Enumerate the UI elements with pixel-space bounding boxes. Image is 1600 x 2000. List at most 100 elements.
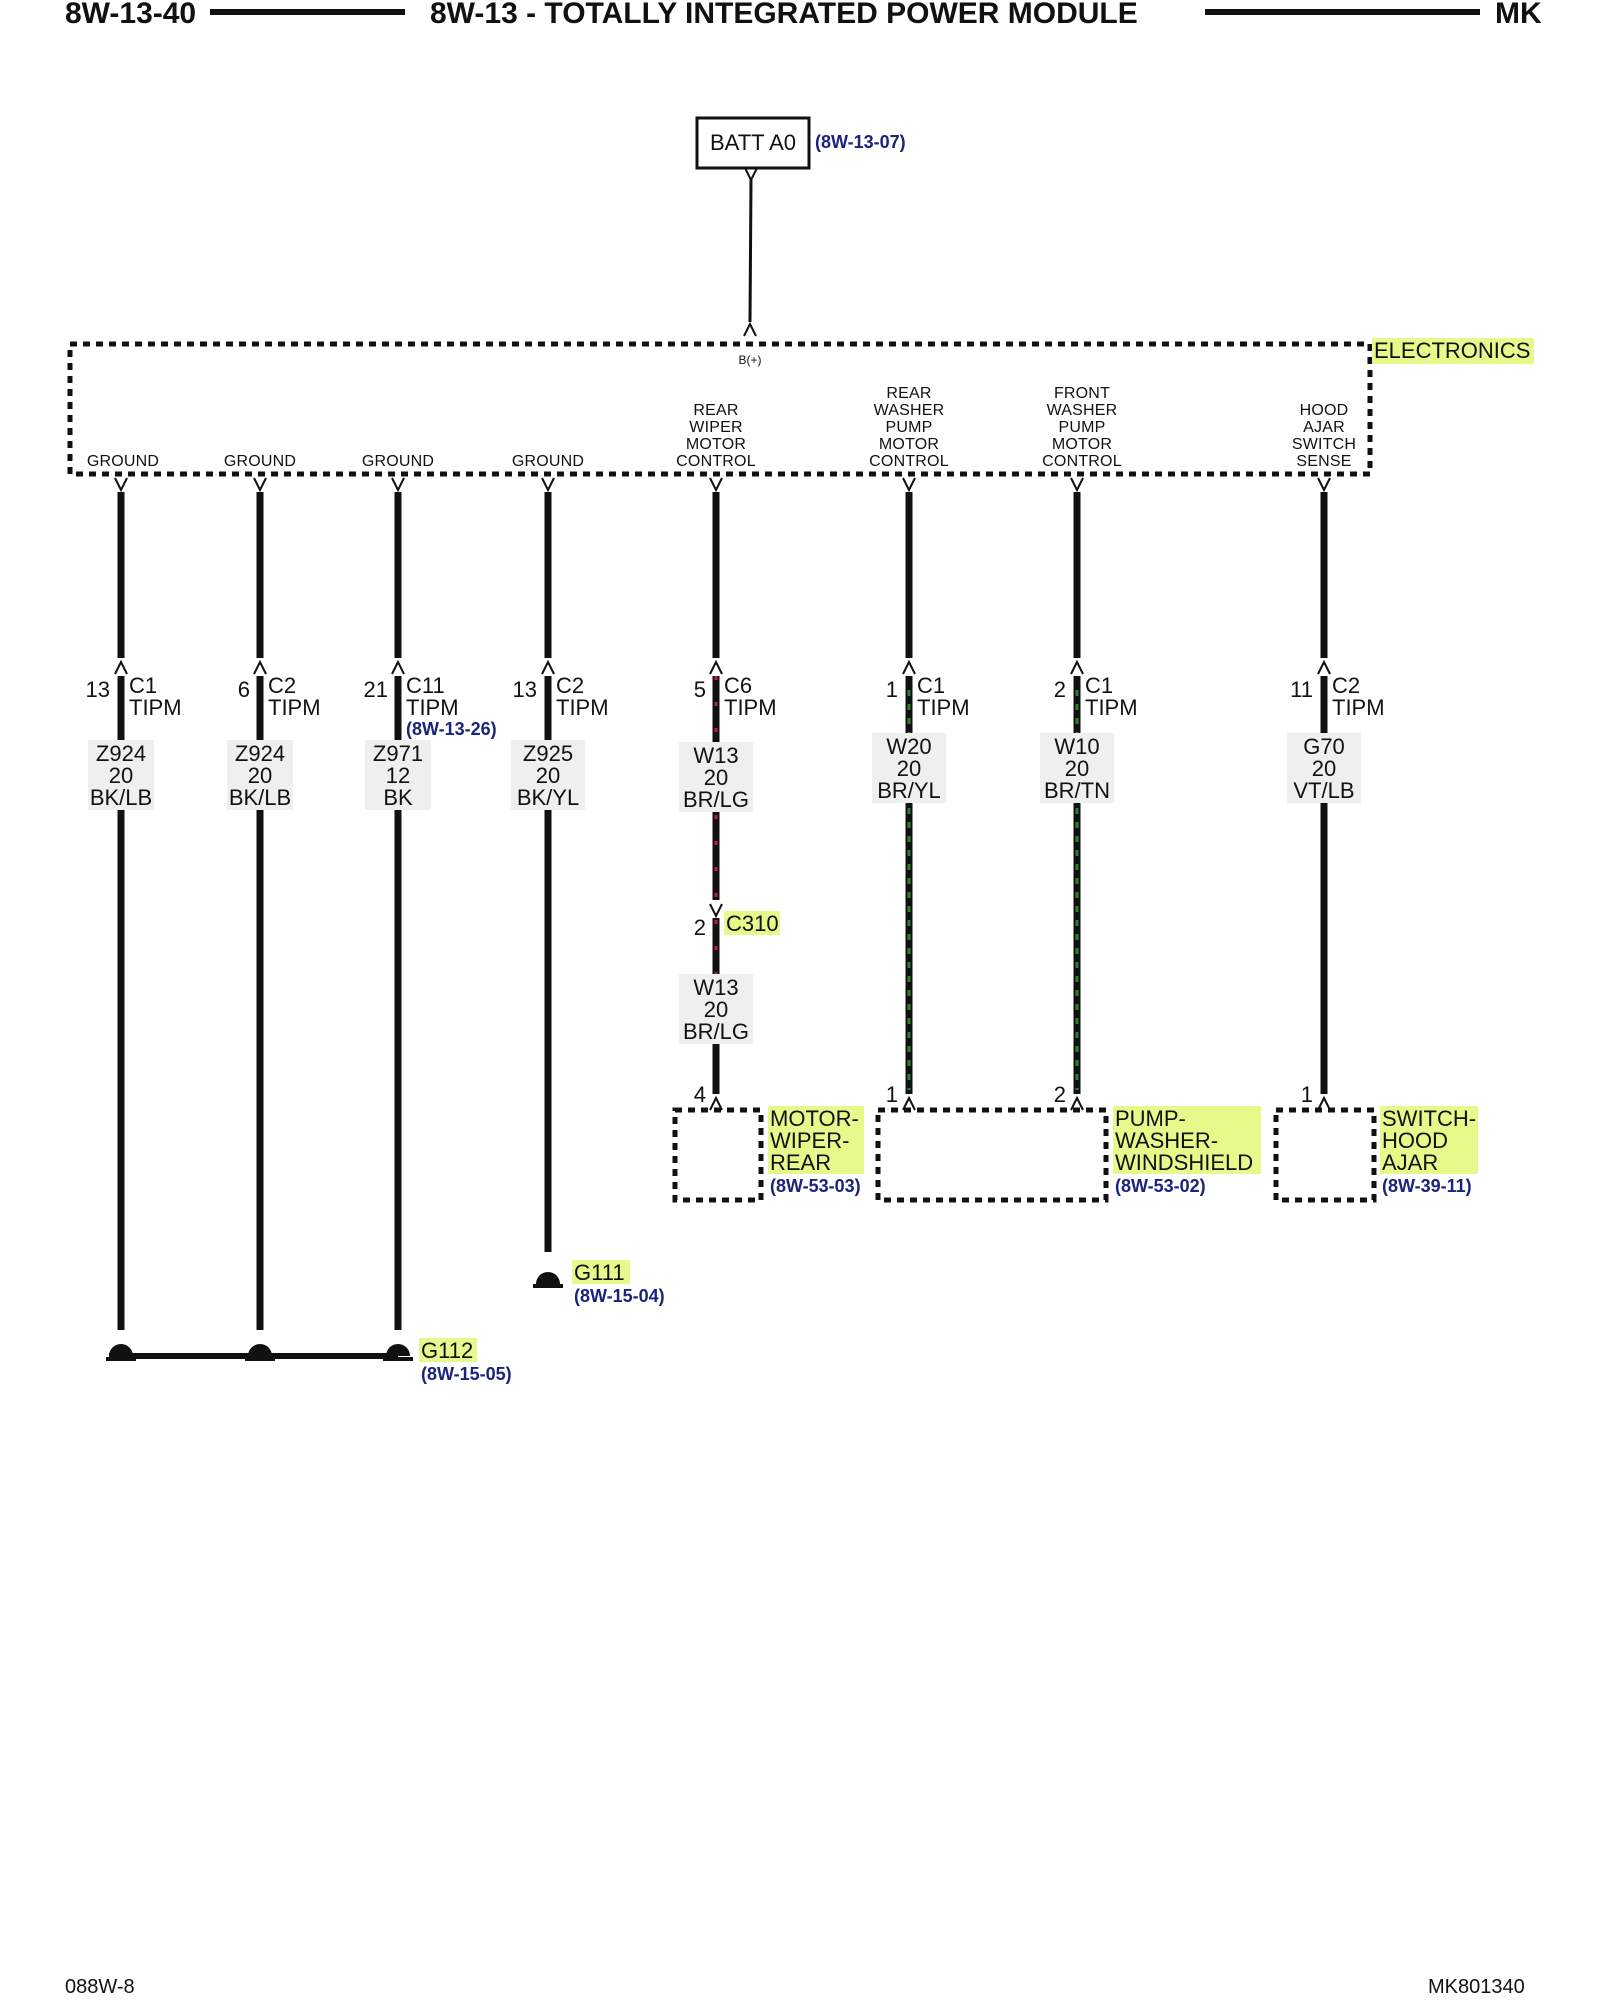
- circuit-w13-c6[interactable]: 5 C6 TIPM W13 20 BR/LG 2 C310 W13 20 BR/…: [679, 477, 780, 1111]
- component-terminal: [1317, 1095, 1331, 1111]
- connector-id: C1: [129, 673, 157, 698]
- battery-source-ref[interactable]: (8W-13-07): [815, 132, 906, 152]
- svg-text:WASHER: WASHER: [1047, 402, 1118, 419]
- wire-circuit: Z924: [96, 741, 146, 766]
- svg-text:AJAR: AJAR: [1303, 419, 1345, 436]
- connector-ref[interactable]: (8W-13-26): [406, 719, 497, 739]
- svg-text:SWITCH: SWITCH: [1292, 436, 1356, 453]
- connector-terminal: [541, 659, 555, 675]
- wire-label-bg: [88, 740, 154, 810]
- circuit-z924-c2[interactable]: 6 C2 TIPM Z924 20 BK/LB: [227, 477, 321, 1330]
- ground-ref[interactable]: (8W-15-05): [421, 1364, 512, 1384]
- wire-label-bg: [227, 740, 293, 810]
- battery-source-label: BATT A0: [710, 130, 796, 155]
- connector-id: C2: [268, 673, 296, 698]
- wire-color: BK: [383, 785, 413, 810]
- svg-text:MOTOR: MOTOR: [1052, 436, 1112, 453]
- component-terminal: [709, 1095, 723, 1111]
- connector-pin: 13: [513, 677, 537, 702]
- svg-text:MOTOR: MOTOR: [879, 436, 939, 453]
- circuit-z925-c2[interactable]: 13 C2 TIPM Z925 20 BK/YL: [511, 477, 609, 1252]
- circuit-z971-c11[interactable]: 21 C11 TIPM (8W-13-26) Z971 12 BK: [364, 477, 497, 1330]
- circuit-g70-c2[interactable]: 11 C2 TIPM G70 20 VT/LB 1: [1287, 477, 1385, 1111]
- connector-id: C1: [1085, 673, 1113, 698]
- connector-module: TIPM: [268, 695, 321, 720]
- footer-page-id: 088W-8: [65, 1976, 135, 1998]
- component-switch-hood-ajar[interactable]: SWITCH- HOOD AJAR (8W-39-11): [1273, 1106, 1478, 1203]
- ground-ref[interactable]: (8W-15-04): [574, 1286, 665, 1306]
- component-outline: [1273, 1107, 1377, 1203]
- circuit-w20-c1[interactable]: 1 C1 TIPM W20 20 BR/YL 1: [872, 477, 970, 1111]
- wire-gauge: 20: [536, 763, 560, 788]
- wire-circuit: G70: [1303, 734, 1345, 759]
- module-b-plus-terminal: [743, 321, 757, 337]
- component-pin: 1: [886, 1082, 898, 1107]
- component-ref[interactable]: (8W-53-02): [1115, 1176, 1206, 1196]
- svg-text:REAR: REAR: [693, 402, 738, 419]
- electronics-module-outline: [67, 341, 1373, 477]
- component-outline: [672, 1107, 764, 1203]
- circuit-z924-c1[interactable]: 13 C1 TIPM Z924 20 BK/LB: [86, 477, 182, 1330]
- component-ref[interactable]: (8W-53-03): [770, 1176, 861, 1196]
- connector-terminal: [1070, 659, 1084, 675]
- circuit-w10-c1[interactable]: 2 C1 TIPM W10 20 BR/TN 2: [1040, 477, 1138, 1111]
- wire-label-bg: [511, 740, 585, 810]
- wire-color: BK/LB: [229, 785, 291, 810]
- connector-terminal: [391, 659, 405, 675]
- wire-color: BR/TN: [1044, 778, 1110, 803]
- module-pin-terminal: [391, 477, 405, 493]
- svg-text:WIPER: WIPER: [689, 419, 742, 436]
- wire-gauge: 20: [1065, 756, 1089, 781]
- wire-gauge: 20: [704, 765, 728, 790]
- component-name-highlight: [1113, 1106, 1261, 1174]
- ground-g111[interactable]: G111 (8W-15-04): [533, 1260, 665, 1306]
- wire-color: BR/YL: [877, 778, 941, 803]
- connector-module: TIPM: [917, 695, 970, 720]
- component-terminal: [1070, 1095, 1084, 1111]
- component-ref[interactable]: (8W-39-11): [1382, 1176, 1472, 1196]
- wire-label-bg: [679, 974, 753, 1044]
- ground-g112[interactable]: G112 (8W-15-05): [106, 1338, 512, 1384]
- connector-module: TIPM: [724, 695, 777, 720]
- inline-connector-terminal: [709, 903, 723, 919]
- component-name-line: MOTOR-: [770, 1106, 859, 1131]
- wire-circuit: Z924: [235, 741, 285, 766]
- wire-gauge: 20: [704, 997, 728, 1022]
- function-label-1: GROUND: [87, 453, 159, 470]
- connector-pin: 13: [86, 677, 110, 702]
- battery-terminal-symbol: [744, 167, 758, 183]
- wire-label-bg: [365, 740, 431, 810]
- module-pin-terminal: [1070, 477, 1084, 493]
- connector-module: TIPM: [556, 695, 609, 720]
- wire-circuit: W10: [1054, 734, 1099, 759]
- component-name-line: WASHER-: [1115, 1128, 1218, 1153]
- connector-id: C2: [1332, 673, 1360, 698]
- svg-text:FRONT: FRONT: [1054, 385, 1110, 402]
- component-outline: [875, 1107, 1109, 1203]
- component-name-line: SWITCH-: [1382, 1106, 1476, 1131]
- ground-symbol: [109, 1344, 133, 1356]
- module-pin-terminal: [253, 477, 267, 493]
- wire-circuit: W13: [693, 743, 738, 768]
- inline-connector-name[interactable]: C310: [726, 911, 779, 936]
- component-pump-washer-windshield[interactable]: PUMP- WASHER- WINDSHIELD (8W-53-02): [875, 1106, 1261, 1203]
- connector-id: C11: [406, 673, 445, 698]
- wire-circuit: Z971: [373, 741, 423, 766]
- module-b-plus-label: B(+): [738, 353, 761, 367]
- svg-text:GROUND: GROUND: [224, 453, 296, 470]
- svg-text:WASHER: WASHER: [874, 402, 945, 419]
- component-motor-wiper-rear[interactable]: MOTOR- WIPER- REAR (8W-53-03): [672, 1106, 864, 1203]
- connector-id: C6: [724, 673, 752, 698]
- wire-color: BR/LG: [683, 787, 749, 812]
- wire-gauge: 20: [1312, 756, 1336, 781]
- wire-label-bg: [679, 742, 753, 812]
- svg-text:GROUND: GROUND: [512, 453, 584, 470]
- page-title: 8W-13 - TOTALLY INTEGRATED POWER MODULE: [430, 0, 1138, 30]
- component-name-line: HOOD: [1382, 1128, 1448, 1153]
- page-code: 8W-13-40: [65, 0, 196, 30]
- svg-text:GROUND: GROUND: [362, 453, 434, 470]
- function-label-7: FRONT WASHER PUMP MOTOR CONTROL: [1042, 385, 1121, 470]
- function-label-6: REAR WASHER PUMP MOTOR CONTROL: [869, 385, 948, 470]
- function-label-5: REAR WIPER MOTOR CONTROL: [676, 402, 755, 470]
